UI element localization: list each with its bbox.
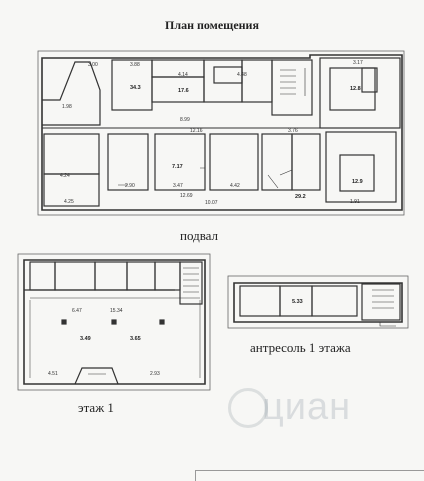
dim-label: 3.76 (288, 128, 298, 134)
dim-label: 2.93 (150, 371, 160, 377)
dim-label: 6.47 (72, 308, 82, 314)
dim-label: 3.17 (353, 60, 363, 66)
mezzanine-caption: антресоль 1 этажа (250, 340, 351, 355)
dim-label: 4.14 (178, 72, 188, 78)
area-label: 29.2 (295, 194, 306, 200)
plan-title: План помещения (165, 18, 259, 32)
dim-label: 3.47 (173, 183, 183, 189)
area-label: 3.49 (80, 336, 91, 342)
area-label: 34.3 (130, 85, 141, 91)
mezzanine-plan (227, 275, 409, 329)
dim-label: 4.25 (64, 199, 74, 205)
mezzanine-dimensions: 5.33 (292, 299, 303, 305)
area-label: 5.33 (292, 299, 303, 305)
dim-label: 12.69 (180, 193, 193, 199)
area-label: 17.6 (178, 88, 189, 94)
watermark-logo-icon (228, 388, 268, 428)
floor1-caption: этаж 1 (78, 400, 114, 415)
dim-label: 1.91 (350, 199, 360, 205)
dim-label: 4.48 (237, 72, 247, 78)
area-label: 7.17 (172, 164, 183, 170)
bottom-border (195, 470, 424, 481)
floor1-dimensions: 6.47 15.34 4.51 2.93 3.49 3.65 (48, 308, 160, 377)
dim-label: 15.34 (110, 308, 123, 314)
dim-label: 4.51 (48, 371, 58, 377)
dim-label: 2.90 (125, 183, 135, 189)
basement-caption: подвал (180, 228, 219, 243)
dim-label: 12.16 (190, 128, 203, 134)
area-label: 12.9 (352, 179, 363, 185)
basement-dimensions: 3.00 3.88 4.14 4.48 3.17 34.3 17.6 12.8 … (60, 60, 363, 206)
area-label: 3.65 (130, 336, 141, 342)
dim-label: 1.98 (62, 104, 72, 110)
dim-label: 10.07 (205, 200, 218, 206)
dim-label: 4.24 (60, 173, 70, 179)
basement-plan (37, 50, 405, 216)
dim-label: 3.88 (130, 62, 140, 68)
dim-label: 3.00 (88, 62, 98, 68)
floor1-plan (17, 253, 211, 391)
dim-label: 4.42 (230, 183, 240, 189)
watermark-text: циан (262, 386, 352, 428)
area-label: 12.8 (350, 86, 361, 92)
dim-label: 8.99 (180, 117, 190, 123)
